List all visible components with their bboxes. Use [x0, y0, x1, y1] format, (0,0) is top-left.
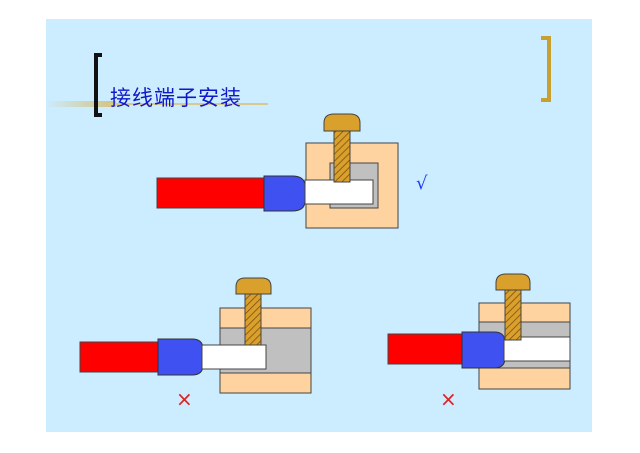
title-underline-accent — [108, 103, 268, 105]
ferrule — [263, 175, 306, 212]
diagram-wrong-left — [79, 277, 312, 394]
screw-head — [235, 277, 272, 295]
screw-head — [495, 273, 531, 291]
screw-shaft — [333, 129, 351, 183]
diagram-correct — [156, 113, 399, 229]
right-bracket — [541, 36, 551, 102]
left-bracket — [94, 53, 102, 117]
diagram-wrong-right — [387, 273, 571, 390]
wire — [387, 333, 467, 365]
wrong-cross-left: × — [176, 387, 193, 411]
conductor — [503, 336, 571, 362]
slide-title: 接线端子安装 — [110, 86, 242, 110]
conductor — [201, 344, 267, 370]
screw-shaft — [244, 292, 262, 346]
ferrule — [157, 338, 204, 376]
wrong-cross-right: × — [440, 387, 457, 411]
screw-head — [323, 113, 361, 132]
wire — [156, 177, 270, 209]
ferrule — [461, 331, 506, 369]
correct-checkmark: √ — [416, 173, 428, 194]
screw-shaft — [504, 287, 522, 341]
title-underline — [46, 101, 116, 107]
wire — [79, 341, 161, 373]
conductor — [304, 179, 374, 205]
